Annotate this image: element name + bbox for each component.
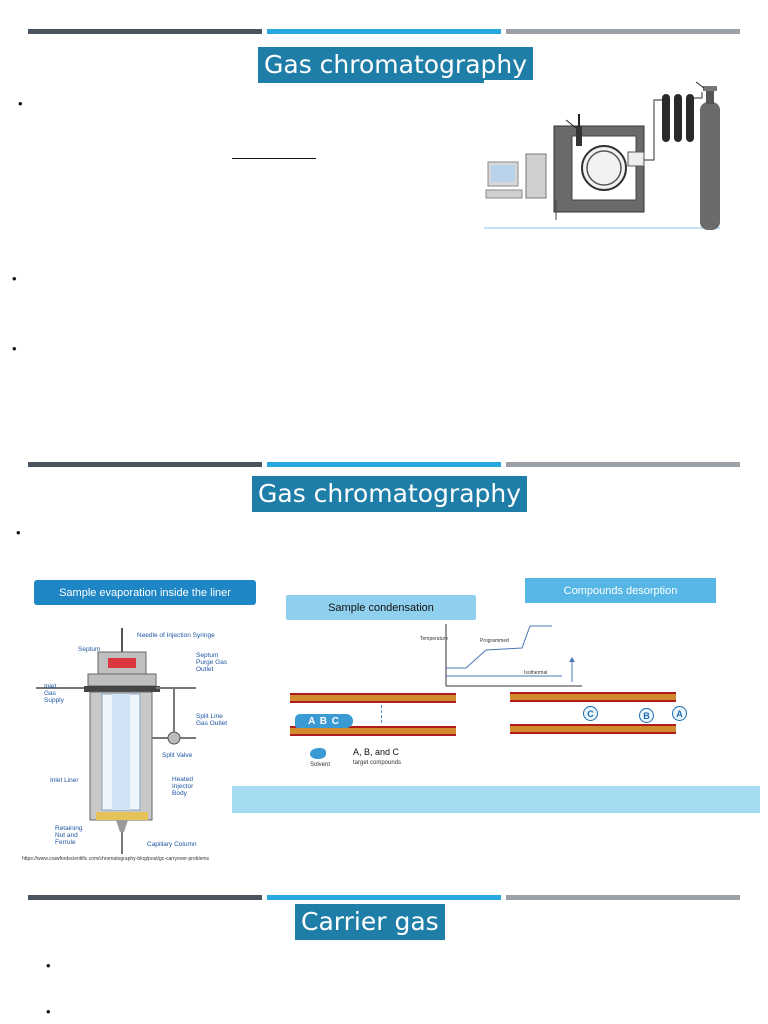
label-retaining: Retaining Nut and Ferrule [55, 825, 83, 846]
gas-filter-icons [662, 94, 694, 142]
temp-isothermal: Isothermal [524, 670, 548, 676]
gc-instrument-illustration [484, 80, 724, 230]
column-tube-right-top [510, 692, 676, 702]
underline-mark [232, 158, 316, 159]
bullet-1: • [16, 525, 21, 540]
compound-b: B [639, 708, 654, 723]
temp-ylabel: Temperature [420, 636, 449, 642]
bullet-2: • [46, 1004, 51, 1019]
compound-c: C [583, 706, 598, 721]
column-tube-left-bottom [290, 726, 456, 736]
label-inlet-liner: Inlet Liner [50, 777, 79, 784]
caption-band [232, 786, 760, 813]
header-bar-gray [506, 895, 740, 900]
label-septum: Septum [78, 646, 101, 653]
panel-title-desorption: Compounds desorption [525, 578, 716, 603]
legend-compounds: A, B, and C [353, 747, 400, 757]
label-heated-body: Heated Injector Body [172, 776, 194, 797]
column-tube-right-bottom [510, 724, 676, 734]
injector-diagram [36, 622, 256, 854]
label-capillary: Capillary Column [147, 841, 197, 848]
legend-solvent: Solvent [310, 762, 331, 768]
header-bar-blue [267, 462, 501, 467]
compounds-blob: A B C [295, 714, 353, 728]
compound-a: A [672, 706, 687, 721]
solvent-droplet-icon [310, 748, 326, 759]
header-bar-gray [506, 462, 740, 467]
slide-title: Gas chromatography [258, 47, 534, 83]
temperature-program-chart [445, 624, 582, 687]
header-bar-blue [267, 895, 501, 900]
computer-icon [485, 161, 523, 199]
dashed-divider [381, 705, 382, 723]
header-bar-blue [267, 29, 501, 34]
bullet-1: • [46, 958, 51, 973]
source-url: https://www.crawfordscientific.com/chrom… [22, 856, 210, 862]
header-bar-gray [506, 29, 740, 34]
gas-cylinder-icon [695, 81, 720, 230]
panel-title-condensation: Sample condensation [286, 595, 476, 620]
label-split-valve: Split Valve [162, 752, 193, 759]
bullet-1: • [18, 96, 23, 111]
header-bar-dark [28, 895, 262, 900]
header-bar-dark [28, 462, 262, 467]
legend-compounds-sub: target compounds [353, 760, 402, 766]
label-needle: Needle of Injection Syringe [137, 632, 215, 639]
bullet-2: • [12, 271, 17, 286]
header-bar-dark [28, 29, 262, 34]
label-septum-purge: Septum Purge Gas Outlet [196, 652, 228, 673]
slide-title: Carrier gas [295, 904, 445, 940]
label-inlet-gas: Inlet Gas Supply [44, 683, 64, 704]
slide-title: Gas chromatography [252, 476, 528, 512]
column-tube-left-top [290, 693, 456, 703]
panel-title-evaporation: Sample evaporation inside the liner [34, 580, 256, 605]
bullet-3: • [12, 341, 17, 356]
label-split-line: Split Line Gas Outlet [196, 713, 228, 727]
temp-programmed: Programmed [480, 638, 509, 644]
